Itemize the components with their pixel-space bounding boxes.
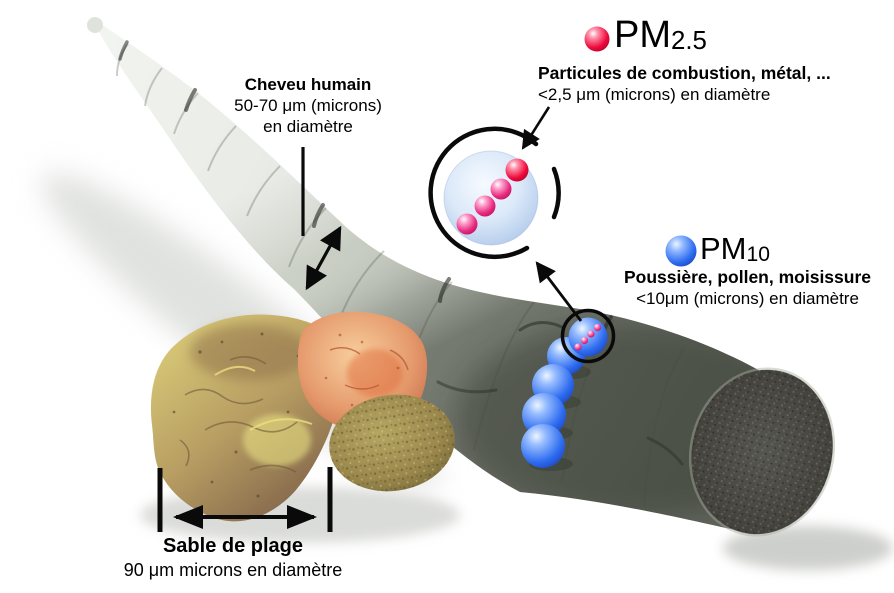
sand-label: Sable de plage 90 μm microns en diamètre <box>93 534 373 582</box>
highlight-circle <box>560 308 616 364</box>
pm25-legend-dot <box>584 26 610 52</box>
pm25-description-sources: Particules de combustion, métal, ... <box>538 63 831 83</box>
hair-end-shadow <box>723 526 893 570</box>
pm25-description-size: <2,5 μm (microns) en diamètre <box>538 85 771 104</box>
pm10-legend-dot <box>665 235 697 267</box>
pm10-description: Poussière, pollen, moisissure <10μm (mic… <box>601 267 894 309</box>
sand-grains-illustration <box>150 311 455 522</box>
hair-cut-end <box>688 367 836 537</box>
magnifier-connector-arrow <box>535 261 583 322</box>
pm25-legend-name: PM <box>614 14 671 56</box>
pm25-legend-subscript: 2.5 <box>671 27 707 55</box>
hair-label-unit: en diamètre <box>263 117 353 136</box>
pm10-description-sources: Poussière, pollen, moisissure <box>623 267 872 287</box>
magnifier <box>428 106 583 322</box>
pm10-particle <box>522 393 566 437</box>
hair-measure-annotation <box>301 147 342 291</box>
sand-label-title: Sable de plage <box>162 535 304 557</box>
pm10-legend-name: PM <box>700 231 747 266</box>
pm10-particle <box>521 424 565 468</box>
pm25-pointer-arrow <box>521 106 551 150</box>
sand-grain-texture <box>179 356 298 473</box>
hair-label-size: 50-70 μm (microns) <box>234 96 382 115</box>
circled-particle-on-hair <box>560 308 616 364</box>
hair-cuticle-lines <box>116 43 685 507</box>
magnifier-circle <box>428 126 561 260</box>
pm10-legend: PM10 <box>700 231 770 267</box>
pm25-legend: PM2.5 <box>614 14 707 57</box>
sand-grain-round <box>329 394 455 492</box>
hair-label-title: Cheveu humain <box>244 75 372 94</box>
pm10-particle-chain <box>521 308 616 471</box>
pm10-legend-subscript: 10 <box>746 243 770 266</box>
pm25-description: Particules de combustion, métal, ... <2,… <box>538 63 894 105</box>
pm25-particles-in-magnifier <box>456 158 529 235</box>
sand-label-size: 90 μm microns en diamètre <box>123 560 343 580</box>
sand-measure-bracket <box>157 467 333 532</box>
pm10-description-size: <10μm (microns) en diamètre <box>636 289 859 308</box>
hair-diameter-arrow <box>305 225 342 291</box>
hair-label: Cheveu humain 50-70 μm (microns) en diam… <box>203 74 413 137</box>
